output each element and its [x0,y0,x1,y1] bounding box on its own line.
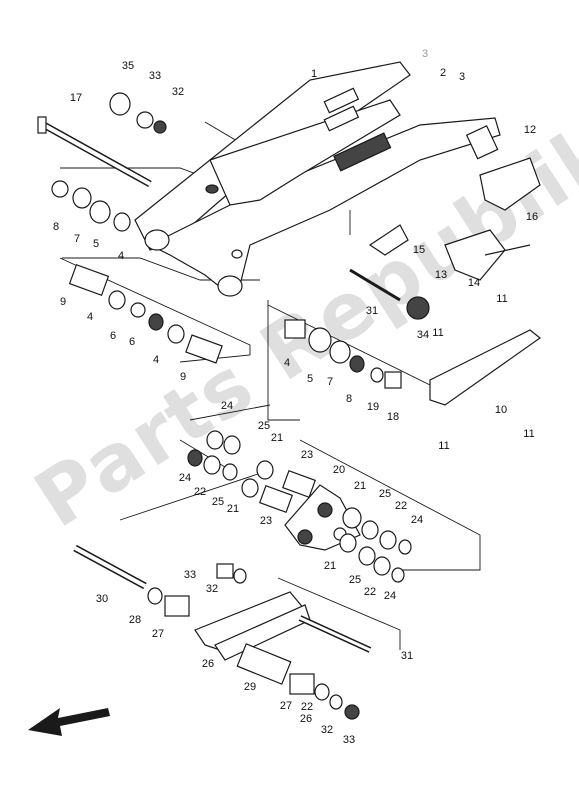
connecting-rod [73,544,372,720]
callout-label: 18 [387,411,399,423]
callout-label: 30 [96,593,108,605]
callout-label: 13 [435,269,447,281]
callout-label: 19 [367,401,379,413]
callout-label: 23 [260,515,272,527]
callout-label: 11 [523,428,534,440]
callout-label: 25 [258,420,270,432]
callout-label: 17 [70,92,82,104]
callout-label: 2 [440,67,446,79]
callout-label: 34 [417,329,429,341]
callout-label: 22 [301,701,313,713]
callout-label: 21 [227,503,239,515]
callout-label: 21 [324,560,336,572]
callout-label: 12 [524,124,536,136]
callout-label: 22 [194,486,206,498]
callout-label: 4 [87,311,93,323]
callout-label: 14 [468,277,480,289]
callout-label: 24 [384,590,396,602]
callout-label: 26 [300,713,312,725]
callout-label: 9 [180,371,186,383]
callout-label: 22 [395,500,407,512]
callout-label: 6 [110,330,116,342]
callout-label: 16 [526,211,538,223]
callout-label: 29 [244,681,256,693]
callout-label: 21 [271,432,283,444]
callout-label: 25 [349,574,361,586]
callout-label: 3 [422,48,428,60]
pivot-shaft [37,116,152,188]
callout-label: 11 [432,327,443,339]
callout-label: 4 [118,250,124,262]
callout-label: 5 [307,373,313,385]
callout-label: 33 [184,569,196,581]
callout-label: 27 [152,628,164,640]
callout-label: 7 [74,233,80,245]
callout-label: 22 [364,586,376,598]
callout-label: 28 [129,614,141,626]
callout-label: 35 [122,60,134,72]
callout-label: 8 [346,393,352,405]
callout-label: 4 [284,357,290,369]
swingarm [134,61,501,297]
direction-arrow [28,708,110,736]
chain-components [349,157,541,406]
callout-label: 21 [354,480,366,492]
callout-label: 3 [459,71,465,83]
callout-label: 20 [333,464,345,476]
callout-label: 25 [379,488,391,500]
callout-label: 33 [343,734,355,746]
bearing-parts [51,92,430,389]
callout-label: 32 [206,583,218,595]
linkage-relay [187,430,412,583]
callout-label: 25 [212,496,224,508]
callout-label: 24 [221,400,233,412]
callout-label: 33 [149,70,161,82]
callout-label: 11 [438,440,449,452]
callout-label: 32 [321,724,333,736]
callout-label: 7 [327,376,333,388]
callout-label: 32 [172,86,184,98]
callout-label: 15 [413,244,425,256]
callout-label: 31 [401,650,413,662]
callout-label: 8 [53,221,59,233]
callout-label: 27 [280,700,292,712]
callout-label: 1 [311,68,317,80]
callout-label: 24 [411,514,423,526]
callout-label: 23 [301,449,313,461]
callout-label: 11 [496,293,507,305]
callout-label: 24 [179,472,191,484]
callout-label: 5 [93,238,99,250]
callout-label: 26 [202,658,214,670]
callout-label: 31 [366,305,378,317]
callout-label: 10 [495,404,507,416]
callout-label: 4 [153,354,159,366]
callout-label: 6 [129,336,135,348]
callout-label: 9 [60,296,66,308]
